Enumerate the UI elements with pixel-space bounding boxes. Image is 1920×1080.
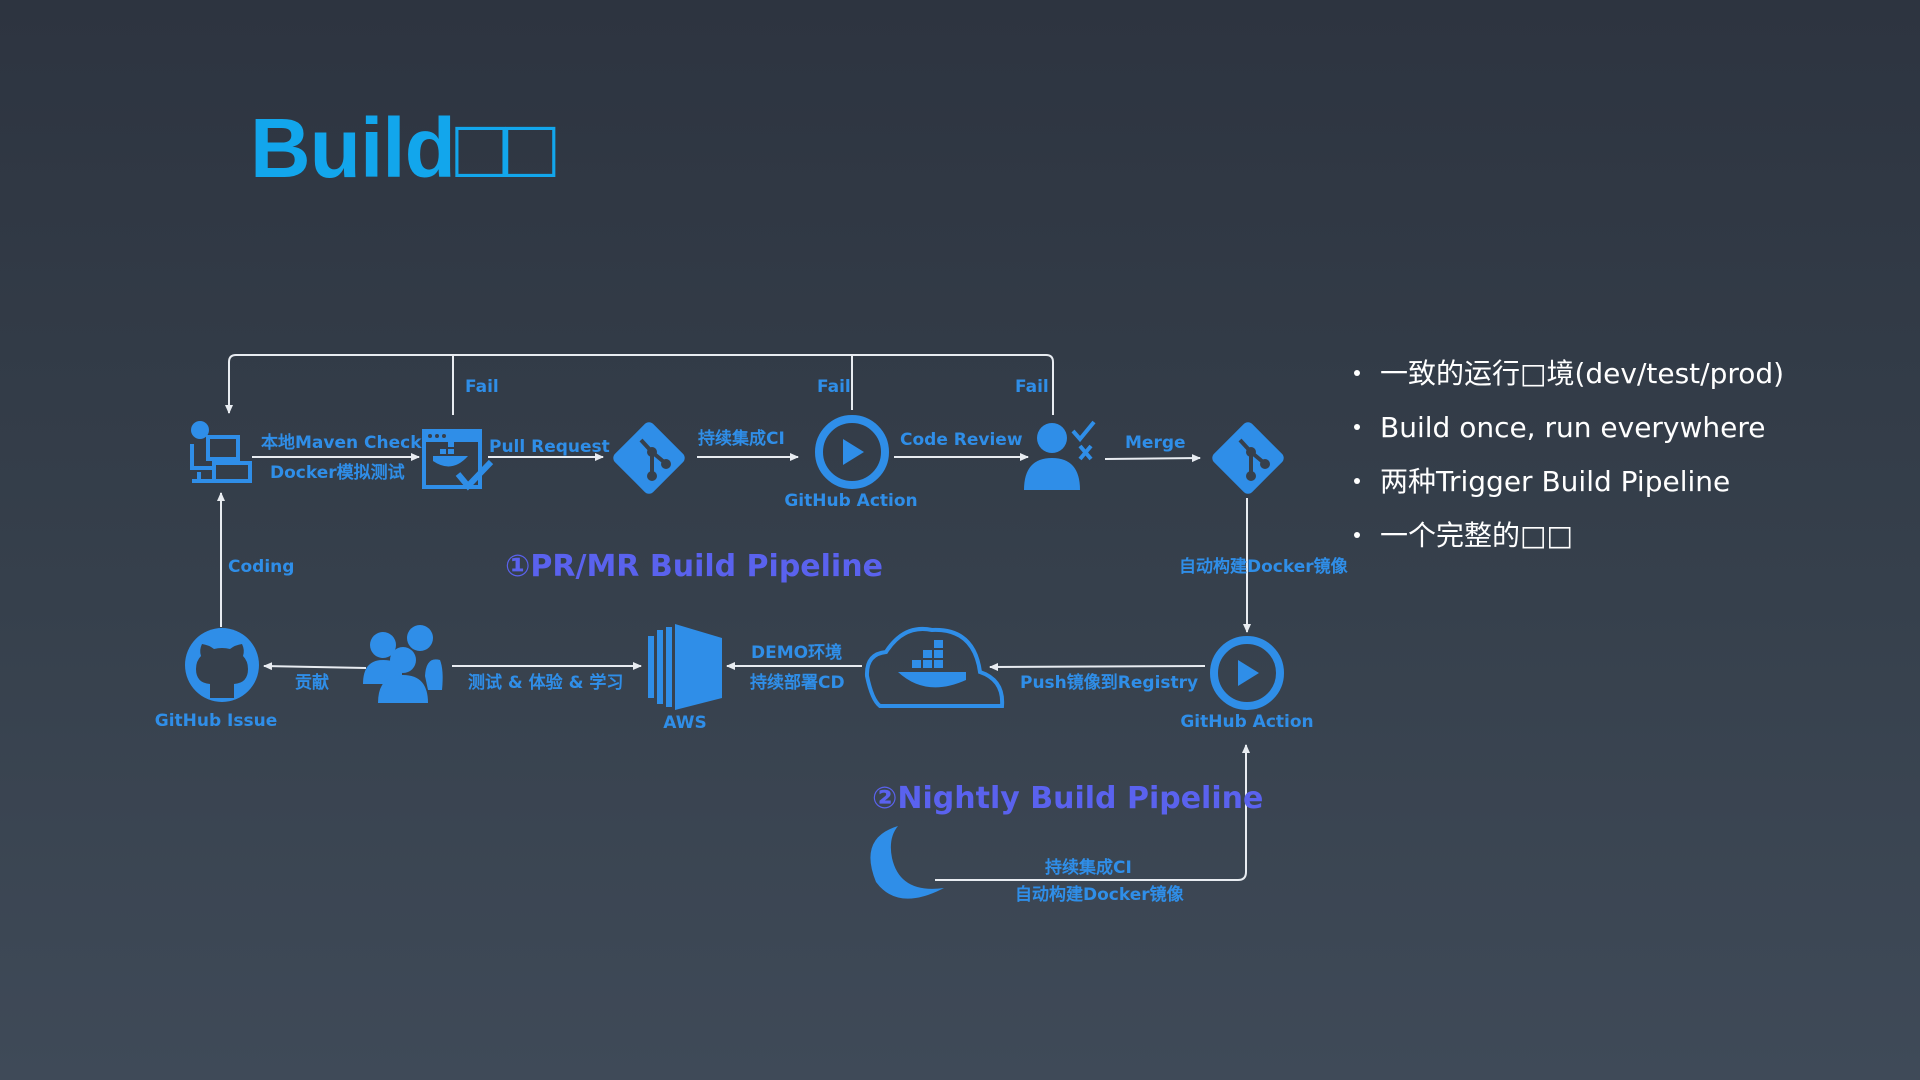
nightly-docker-label: 自动构建Docker镜像 bbox=[1015, 884, 1185, 905]
coding-label: Coding bbox=[228, 557, 294, 577]
bullet-list: 一致的运行□境(dev/test/prod) Build once, run e… bbox=[1350, 352, 1784, 568]
code-review-label: Code Review bbox=[900, 430, 1023, 450]
play-icon bbox=[815, 415, 889, 489]
auto-docker-label: 自动构建Docker镜像 bbox=[1179, 556, 1349, 577]
arrow bbox=[989, 662, 1206, 671]
bullet-item: Build once, run everywhere bbox=[1350, 406, 1784, 460]
push-registry-label: Push镜像到Registry bbox=[1020, 672, 1198, 693]
fail-loop-line bbox=[225, 354, 1054, 415]
slide-title: Build□□ bbox=[250, 101, 555, 195]
bullet-dot bbox=[1354, 424, 1360, 430]
developer-desk-icon bbox=[190, 421, 252, 483]
docker-browser-check-icon bbox=[422, 429, 494, 491]
pipeline2-title: ②Nightly Build Pipeline bbox=[872, 781, 1263, 816]
merge-label: Merge bbox=[1125, 433, 1186, 453]
moon-icon bbox=[870, 826, 944, 899]
bullet-item: 两种Trigger Build Pipeline bbox=[1350, 460, 1784, 514]
aws-icon bbox=[648, 624, 722, 710]
fail-label: Fail bbox=[817, 377, 851, 397]
fail-label: Fail bbox=[465, 377, 499, 397]
local-check-label: 本地Maven Check bbox=[261, 432, 422, 453]
bullet-text: 一致的运行□境(dev/test/prod) bbox=[1380, 357, 1785, 390]
bullet-dot bbox=[1354, 532, 1360, 538]
github-action-label: GitHub Action bbox=[1180, 712, 1313, 732]
bullet-dot bbox=[1354, 370, 1360, 376]
cd-deploy-label: 持续部署CD bbox=[750, 672, 845, 693]
bullet-dot bbox=[1354, 478, 1360, 484]
test-learn-label: 测试 & 体验 & 学习 bbox=[468, 672, 623, 693]
docker-test-label: Docker模拟测试 bbox=[270, 462, 405, 483]
bullet-text: Build once, run everywhere bbox=[1380, 411, 1766, 444]
users-group-icon bbox=[363, 625, 443, 703]
github-icon bbox=[185, 628, 259, 702]
fail-label: Fail bbox=[1015, 377, 1049, 397]
bullet-text: 两种Trigger Build Pipeline bbox=[1380, 465, 1731, 498]
arrow bbox=[263, 662, 367, 671]
github-action-label: GitHub Action bbox=[784, 491, 917, 511]
arrow bbox=[1104, 454, 1201, 463]
play-icon bbox=[1210, 636, 1284, 710]
reviewer-icon bbox=[1024, 420, 1096, 490]
github-issue-label: GitHub Issue bbox=[155, 711, 278, 731]
nightly-ci-label: 持续集成CI bbox=[1045, 857, 1132, 878]
git-icon bbox=[613, 422, 685, 494]
nightly-line bbox=[935, 744, 1250, 881]
ci-label: 持续集成CI bbox=[698, 428, 785, 449]
contribute-label: 贡献 bbox=[295, 672, 329, 693]
docker-cloud-icon bbox=[864, 627, 1005, 708]
demo-env-label: DEMO环境 bbox=[751, 642, 842, 663]
bullet-item: 一致的运行□境(dev/test/prod) bbox=[1350, 352, 1784, 406]
git-icon bbox=[1212, 422, 1284, 494]
pull-request-label: Pull Request bbox=[489, 437, 610, 457]
pipeline1-title: ①PR/MR Build Pipeline bbox=[505, 549, 883, 584]
bullet-item: 一个完整的□□ bbox=[1350, 514, 1784, 568]
bullet-text: 一个完整的□□ bbox=[1380, 519, 1573, 552]
aws-label: AWS bbox=[663, 713, 706, 733]
